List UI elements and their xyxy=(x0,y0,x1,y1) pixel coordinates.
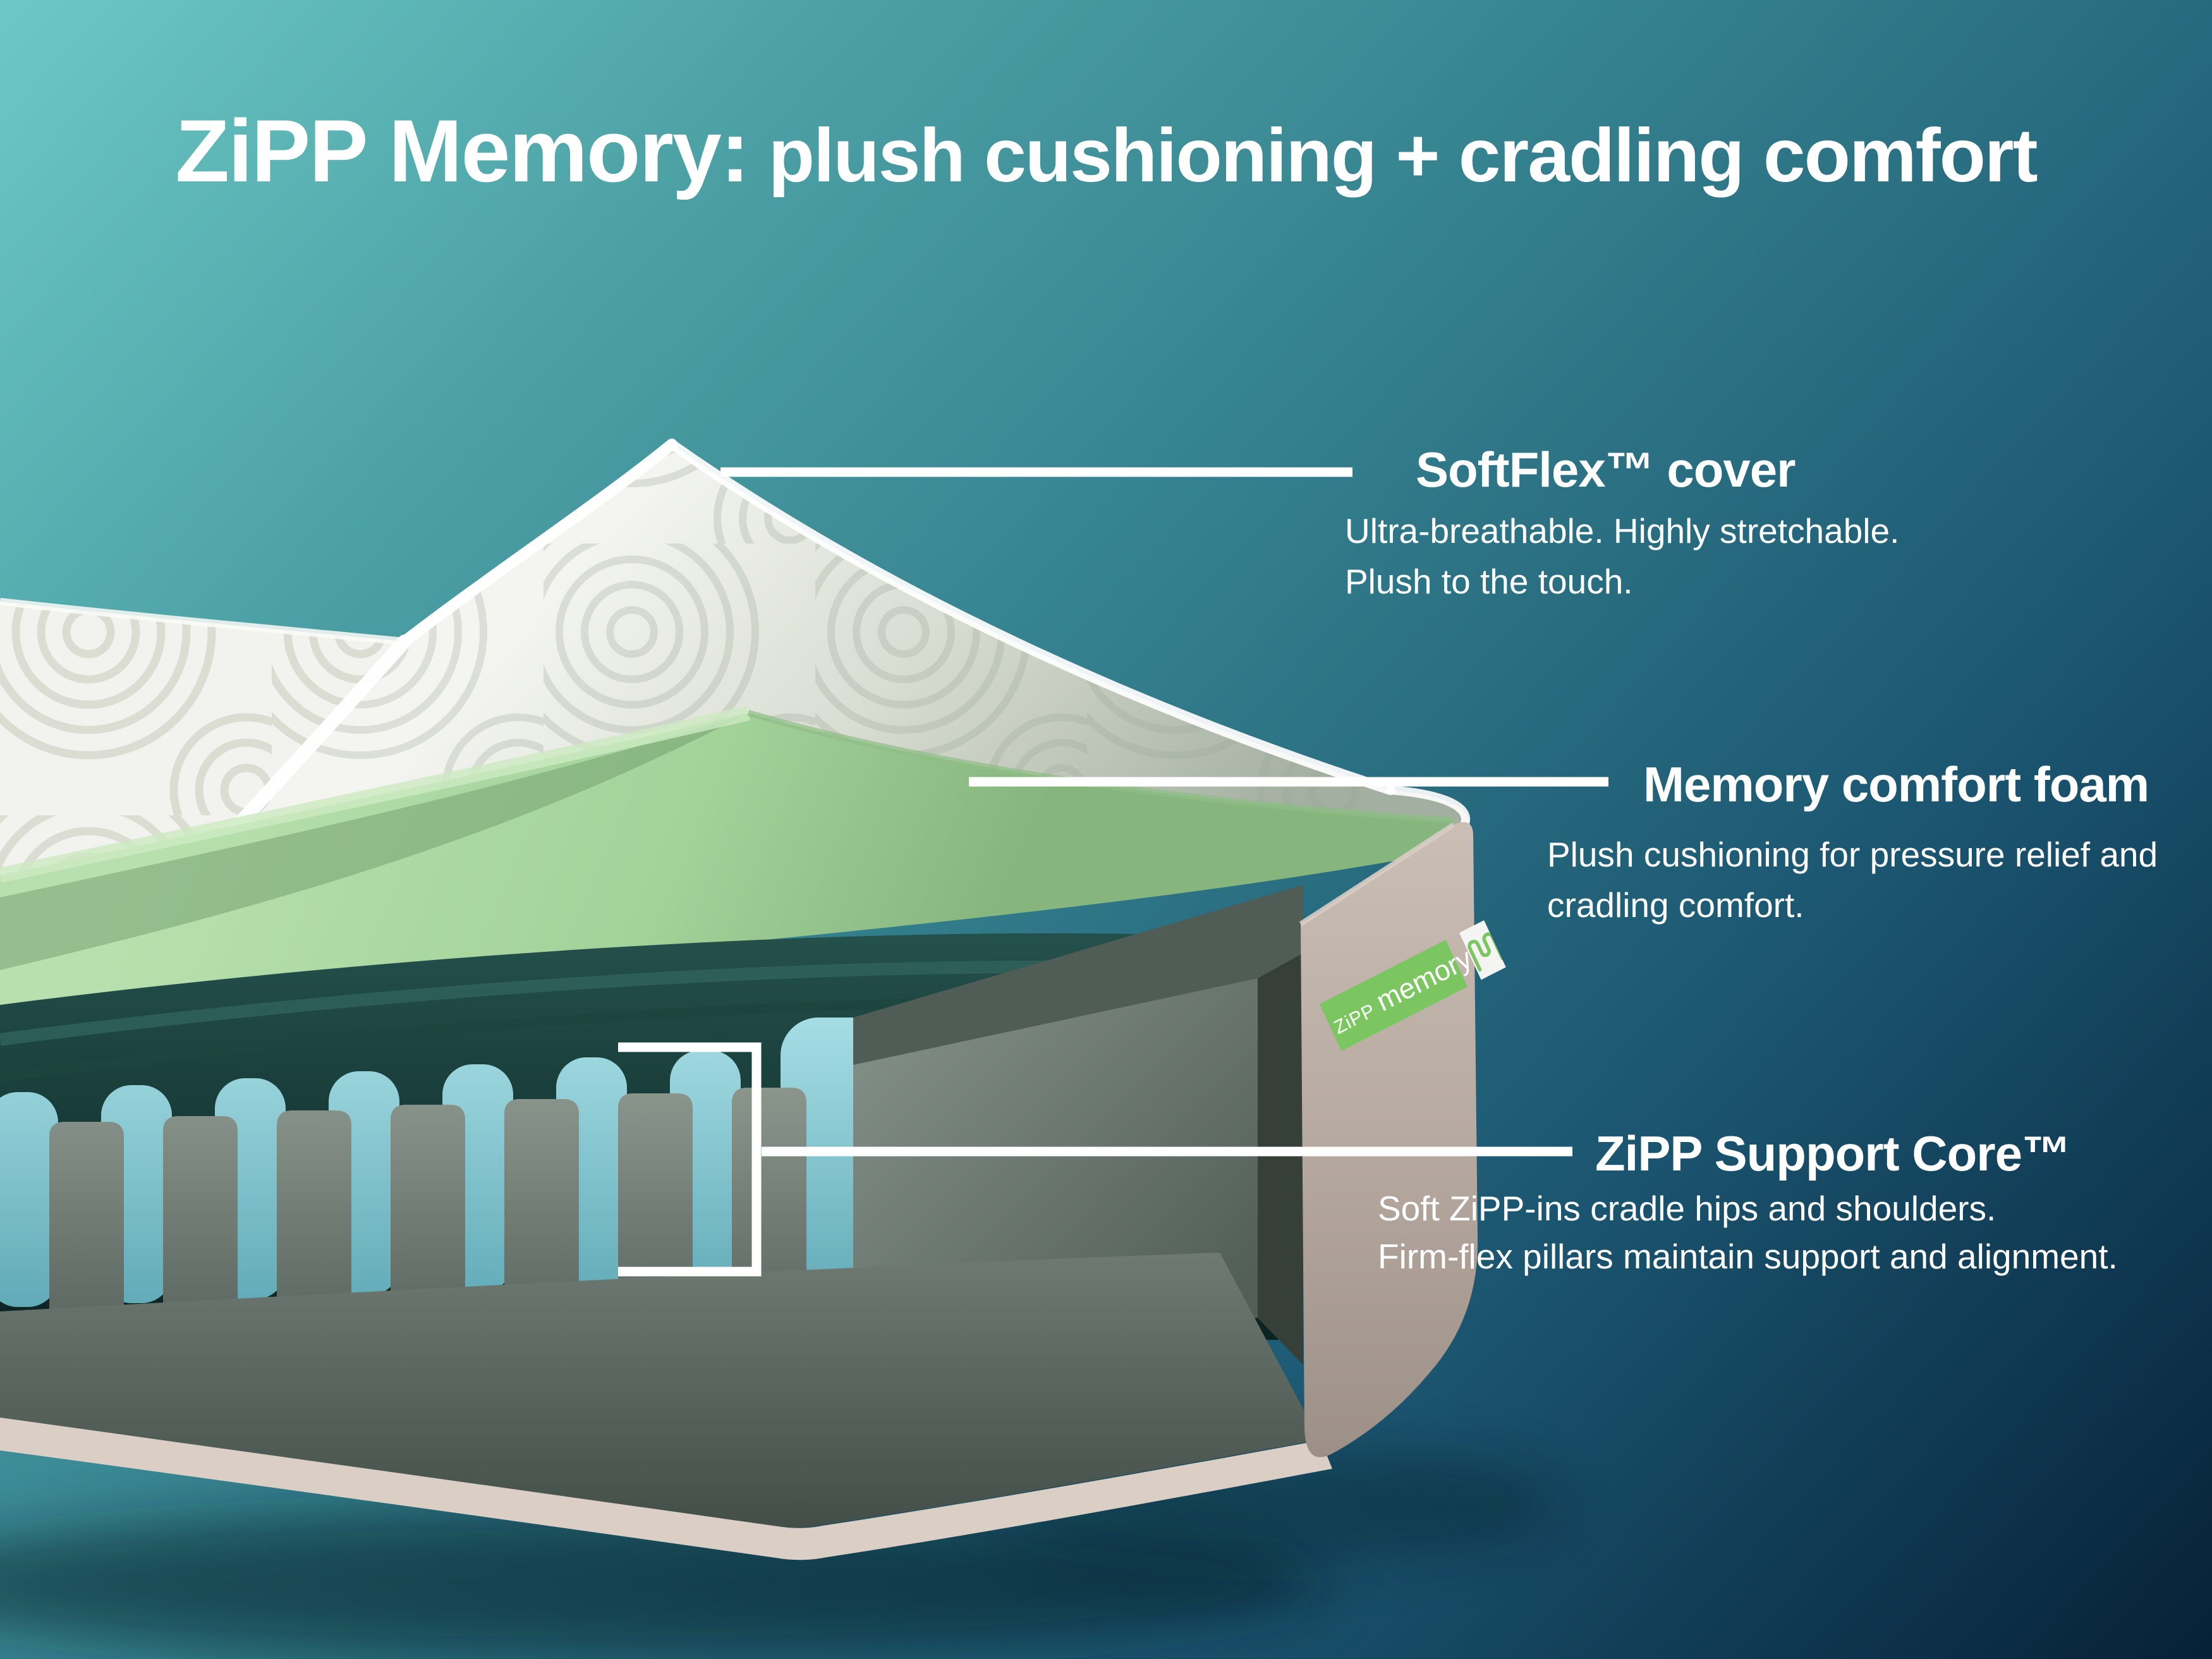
callout-body-foam: Plush cushioning for pressure relief and… xyxy=(1547,829,2158,930)
callout-body-line: cradling comfort. xyxy=(1547,885,1804,925)
callout-body-core: Soft ZiPP-ins cradle hips and shoulders.… xyxy=(1378,1184,2118,1280)
callout-body-line: Plush to the touch. xyxy=(1345,562,1633,601)
core-bracket xyxy=(618,1042,762,1277)
title-rest: plush cushioning + cradling comfort xyxy=(748,113,2038,198)
side-panel xyxy=(1299,822,1478,1457)
callout-lines xyxy=(618,467,1608,1277)
title-brand: ZiPP Memory: xyxy=(175,101,750,200)
callout-body-line: Plush cushioning for pressure relief and xyxy=(1547,835,2158,874)
callout-body-line: Soft ZiPP-ins cradle hips and shoulders. xyxy=(1378,1189,1996,1228)
page-title: ZiPP Memory: plush cushioning + cradling… xyxy=(0,100,2212,202)
mattress-label-brand: ZiPP xyxy=(1330,999,1379,1039)
core-interior-wall xyxy=(853,885,1303,1365)
coil-icon xyxy=(1459,920,1506,980)
foam-layer xyxy=(0,705,1454,1011)
callout-heading-core: ZiPP Support Core™ xyxy=(1595,1126,2071,1181)
callout-body-cover: Ultra-breathable. Highly stretchable. Pl… xyxy=(1345,506,1899,607)
callout-heading-cover: SoftFlex™ cover xyxy=(1416,442,1796,497)
callout-body-line: Firm-flex pillars maintain support and a… xyxy=(1378,1237,2118,1276)
mattress-brand-label: ZiPP memory xyxy=(1319,920,1506,1052)
callout-body-line: Ultra-breathable. Highly stretchable. xyxy=(1345,511,1900,550)
bottom-beige-rim xyxy=(0,1418,1332,1560)
base-layer xyxy=(0,1253,1332,1560)
callout-heading-foam: Memory comfort foam xyxy=(1643,757,2149,812)
